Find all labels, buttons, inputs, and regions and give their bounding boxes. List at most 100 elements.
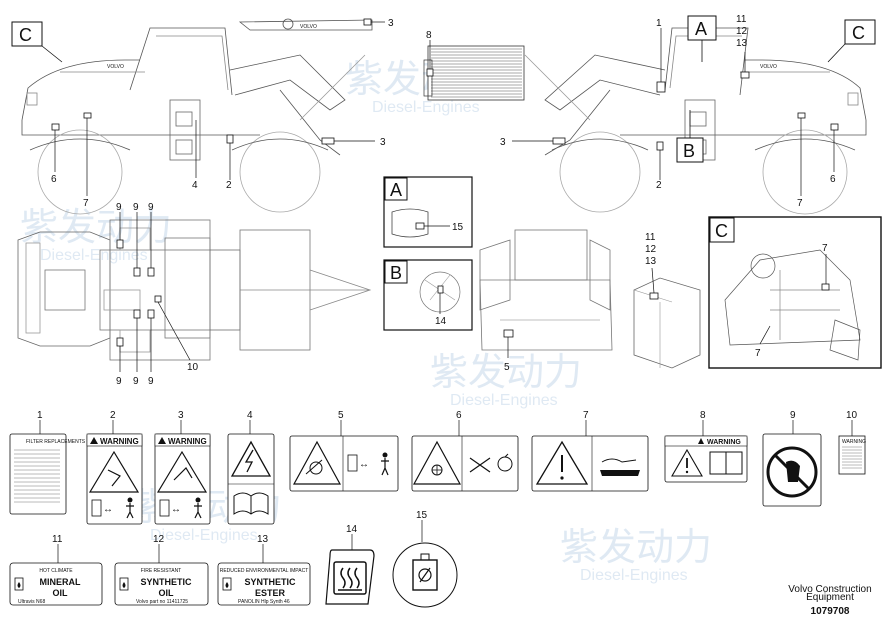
- marker-9: [116, 239, 124, 249]
- radiator-view: 8: [423, 30, 525, 101]
- watermark-sub: Diesel-Engines: [150, 527, 258, 544]
- svg-text:C: C: [715, 221, 728, 241]
- svg-text:WARNING: WARNING: [707, 439, 741, 446]
- left-view-markers: [51, 18, 372, 145]
- svg-text:FILTER REPLACEMENTS: FILTER REPLACEMENTS: [26, 439, 86, 445]
- svg-text:14: 14: [346, 524, 358, 535]
- callout-1: 1: [656, 18, 662, 29]
- svg-text:4: 4: [247, 410, 253, 421]
- decal-10: 10 WARNING: [838, 410, 866, 475]
- watermark-brand: 紫发动力: [560, 527, 712, 569]
- decal-3: 3 WARNING ↔: [154, 410, 211, 525]
- marker-9: [116, 337, 124, 347]
- svg-text:HOT CLIMATE: HOT CLIMATE: [39, 568, 73, 574]
- marker-15: [415, 222, 425, 230]
- svg-text:2: 2: [110, 410, 116, 421]
- callout-5: 5: [504, 362, 510, 373]
- machine-brand-badge: VOLVO: [300, 24, 317, 30]
- svg-text:10: 10: [846, 410, 858, 421]
- right-view-leaders: [512, 28, 835, 196]
- watermark: 紫发动力 Diesel-Engines 紫发动力 Diesel-Engines …: [20, 59, 712, 584]
- svg-text:15: 15: [416, 510, 428, 521]
- decal-2: 2 WARNING ↔: [86, 410, 143, 525]
- marker-3-top: [363, 18, 372, 26]
- callout-11: 11: [645, 232, 656, 243]
- marker-7: [797, 112, 806, 119]
- right-side-view: [524, 27, 867, 215]
- marker-14: [437, 285, 444, 294]
- marker-8: [426, 68, 434, 77]
- svg-text:SYNTHETIC: SYNTHETIC: [140, 577, 192, 587]
- view-marker-c-right: C: [827, 19, 876, 63]
- callout-7: 7: [797, 198, 803, 209]
- svg-text:SYNTHETIC: SYNTHETIC: [244, 577, 296, 587]
- view-marker-b-right: B: [676, 110, 704, 163]
- callout-7: 7: [822, 243, 828, 254]
- watermark-sub: Diesel-Engines: [40, 247, 148, 264]
- callout-3: 3: [380, 137, 386, 148]
- svg-text:C: C: [19, 25, 32, 45]
- reference-number: 1079708: [811, 606, 850, 617]
- callout-9: 9: [133, 202, 139, 213]
- callout-9: 9: [116, 202, 122, 213]
- marker-3: [321, 137, 335, 145]
- callout-9: 9: [148, 202, 154, 213]
- marker-2: [656, 141, 664, 151]
- decal-13: 13 REDUCED ENVIRONMENTAL IMPACT SYNTHETI…: [217, 534, 311, 606]
- marker-5: [503, 329, 514, 338]
- callout-6: 6: [51, 174, 57, 185]
- company-line2: Equipment: [806, 592, 854, 603]
- watermark-sub: Diesel-Engines: [580, 567, 688, 584]
- callout-2: 2: [226, 180, 232, 191]
- watermark-sub: Diesel-Engines: [450, 392, 558, 409]
- marker-11-13: [649, 292, 659, 300]
- marker-1: [656, 81, 666, 93]
- callout-11: 11: [736, 14, 747, 25]
- svg-text:5: 5: [338, 410, 344, 421]
- decal-5: 5 ↔: [289, 410, 399, 492]
- watermark-sub: Diesel-Engines: [372, 99, 480, 116]
- callout-9: 9: [133, 376, 139, 387]
- svg-text:B: B: [390, 263, 402, 283]
- callout-4: 4: [192, 180, 198, 191]
- view-marker-c: C: [11, 21, 63, 63]
- callout-14: 14: [435, 316, 447, 327]
- callout-3: 3: [388, 18, 394, 29]
- svg-text:A: A: [390, 180, 402, 200]
- company-line1: Volvo Construction: [788, 584, 871, 595]
- svg-text:9: 9: [790, 410, 796, 421]
- detail-box-c: C 7 7: [708, 216, 882, 369]
- svg-text:13: 13: [257, 534, 269, 545]
- svg-text:7: 7: [583, 410, 589, 421]
- decal-8: 8 WARNING: [664, 410, 748, 483]
- svg-text:FIRE RESISTANT: FIRE RESISTANT: [141, 568, 181, 574]
- callout-12: 12: [645, 244, 657, 255]
- marker-9: [133, 309, 141, 319]
- marker-7: [83, 112, 92, 119]
- svg-text:A: A: [695, 19, 707, 39]
- svg-text:WARNING: WARNING: [168, 437, 207, 446]
- callout-3: 3: [500, 137, 506, 148]
- marker-6: [830, 123, 839, 131]
- svg-text:11: 11: [52, 534, 63, 545]
- machine-brand-badge: VOLVO: [760, 64, 777, 70]
- decal-14: 14: [325, 524, 375, 605]
- machine-brand-badge: VOLVO: [107, 64, 124, 70]
- detail-box-a: A 15: [383, 176, 473, 248]
- marker-9: [133, 267, 141, 277]
- svg-text:OIL: OIL: [159, 588, 175, 598]
- svg-text:1: 1: [37, 410, 43, 421]
- detail-box-b: B 14: [383, 259, 473, 331]
- svg-text:6: 6: [456, 410, 462, 421]
- callout-10: 10: [187, 362, 199, 373]
- left-side-view: [21, 18, 373, 215]
- callout-9: 9: [116, 376, 122, 387]
- top-view: [17, 219, 372, 361]
- svg-text:B: B: [683, 141, 695, 161]
- top-view-leaders: [119, 212, 191, 372]
- decal-15: 15: [392, 510, 458, 608]
- svg-text:MINERAL: MINERAL: [40, 577, 81, 587]
- marker-11: [740, 71, 750, 79]
- decal-9: 9: [762, 410, 822, 507]
